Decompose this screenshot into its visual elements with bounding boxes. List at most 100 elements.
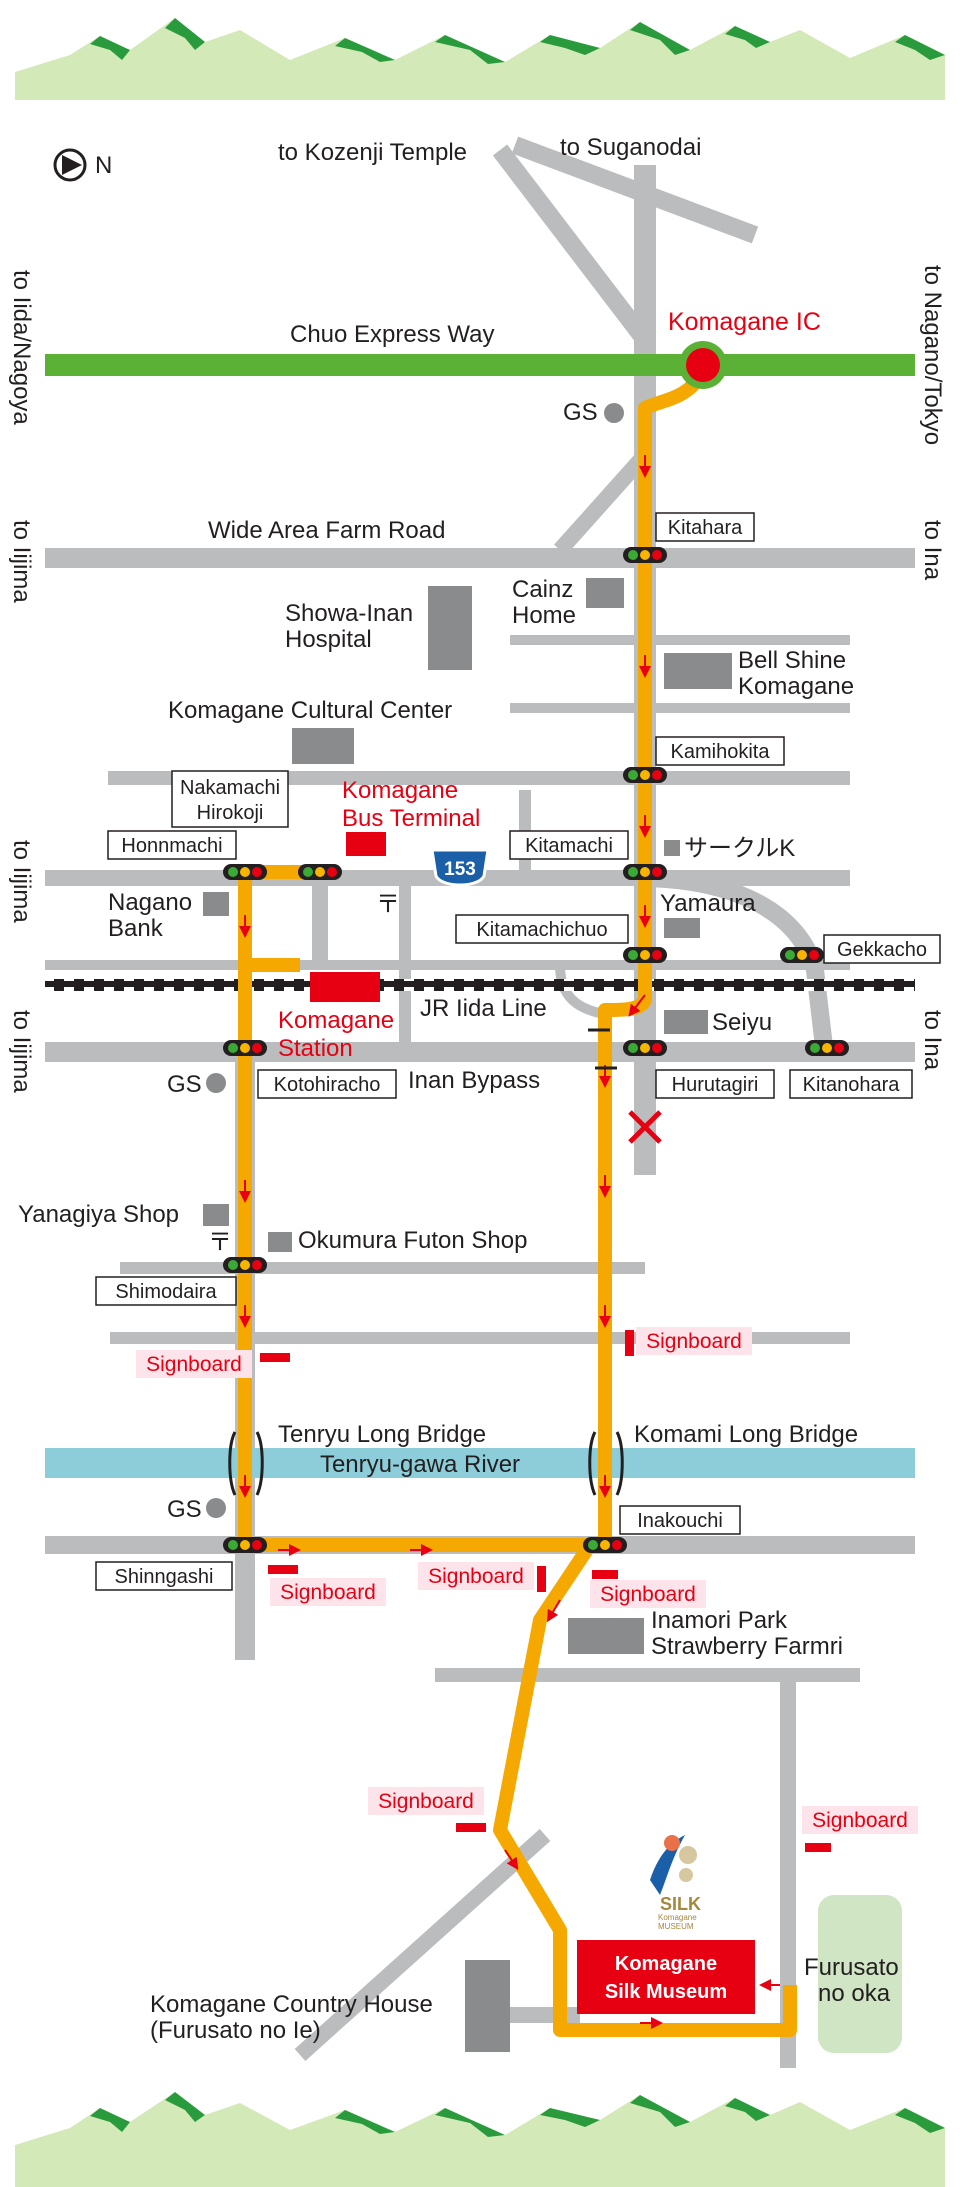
gs-label-1: GS	[563, 399, 598, 426]
no-entry-x-icon	[628, 1110, 662, 1144]
bridge-marks	[228, 1028, 624, 1496]
showa-hospital-building	[428, 586, 472, 670]
intersection-kamihokita: Kamihokita	[671, 741, 771, 763]
intersection-inakouchi: Inakouchi	[637, 1510, 723, 1532]
komagane-ic-label: Komagane IC	[668, 308, 821, 336]
logo-silk: SILK	[660, 1894, 701, 1914]
museum-line2: Silk Museum	[605, 1981, 727, 2003]
direction-kozenji: to Kozenji Temple	[278, 139, 467, 166]
circle-k-building	[664, 840, 680, 856]
signboard-label-4: Signboard	[428, 1565, 524, 1588]
gas-station-icons	[206, 403, 624, 1518]
seiyu-building	[664, 1010, 708, 1034]
station-line2: Station	[278, 1035, 353, 1062]
cultural-center-label: Komagane Cultural Center	[168, 697, 452, 724]
country-house-line1: Komagane Country House	[150, 1991, 433, 2018]
cainz-line2: Home	[512, 602, 576, 629]
bellshine-building	[664, 653, 732, 689]
intersection-honnmachi: Honnmachi	[121, 835, 222, 857]
intersection-kotohiracho: Kotohiracho	[274, 1074, 381, 1096]
furusato-line2: no oka	[818, 1980, 891, 2007]
gs-label-3: GS	[167, 1496, 202, 1523]
yamaura-label: Yamaura	[660, 890, 756, 917]
direction-ina-1: to Ina	[919, 520, 946, 581]
post-office-icon-2: 〒	[208, 1229, 232, 1256]
compass-north-icon	[53, 148, 87, 182]
okumura-label: Okumura Futon Shop	[298, 1227, 527, 1254]
rail-label: JR Iida Line	[420, 995, 547, 1022]
silk-museum-destination: Komagane Silk Museum	[577, 1940, 755, 2014]
inamori-building	[568, 1618, 644, 1654]
komami-bridge-label: Komami Long Bridge	[634, 1421, 858, 1448]
intersection-shinngashi: Shinngashi	[115, 1566, 214, 1588]
signboard-label-5: Signboard	[600, 1583, 696, 1606]
tenryu-bridge-label: Tenryu Long Bridge	[278, 1421, 486, 1448]
road-network	[45, 136, 915, 2068]
direction-ina-2: to Ina	[919, 1010, 946, 1071]
country-house-line2: (Furusato no Ie)	[150, 2017, 321, 2044]
country-house-building	[465, 1960, 510, 2052]
bus-terminal-marker	[346, 832, 386, 856]
river: Tenryu-gawa River	[45, 1448, 915, 1478]
inamori-line2: Strawberry Farmri	[651, 1633, 843, 1660]
yanagiya-building	[203, 1204, 229, 1226]
direction-iida-nagoya: to Iida/Nagoya	[8, 270, 35, 425]
route-153-shield: 153	[430, 848, 490, 887]
intersection-nakamachi-line2: Hirokoji	[197, 802, 264, 824]
seiyu-label: Seiyu	[712, 1009, 772, 1036]
showa-line2: Hospital	[285, 626, 372, 653]
signboard-labels	[136, 1327, 918, 1834]
bellshine-line1: Bell Shine	[738, 647, 846, 674]
cainz-building	[586, 578, 624, 608]
yanagiya-label: Yanagiya Shop	[18, 1201, 179, 1228]
signboard-label-1: Signboard	[646, 1330, 742, 1353]
intersection-nakamachi-line1: Nakamachi	[180, 777, 280, 799]
intersection-hurutagiri: Hurutagiri	[672, 1074, 759, 1096]
furusato-line1: Furusato	[804, 1954, 899, 1981]
intersection-gekkacho: Gekkacho	[837, 939, 927, 961]
bypass-label: Inan Bypass	[408, 1067, 540, 1094]
furusato-no-oka-park	[818, 1895, 902, 2053]
intersection-shimodaira: Shimodaira	[115, 1281, 217, 1303]
yamaura-building	[664, 918, 700, 938]
compass-label: N	[95, 152, 112, 179]
signboard-label-6: Signboard	[378, 1790, 474, 1813]
route-arrows	[239, 455, 780, 2029]
direction-iijima-1: to Iijima	[8, 520, 35, 603]
museum-line1: Komagane	[615, 1953, 717, 1975]
route-153-label: 153	[444, 859, 476, 880]
bellshine-line2: Komagane	[738, 673, 854, 700]
nagano-bank-line2: Bank	[108, 915, 164, 942]
river-label: Tenryu-gawa River	[320, 1451, 520, 1478]
intersection-label-boxes	[95, 512, 941, 1591]
direction-nagano-tokyo: to Nagano/Tokyo	[919, 265, 946, 445]
signboard-label-7: Signboard	[812, 1809, 908, 1832]
cainz-line1: Cainz	[512, 576, 573, 603]
direction-iijima-2: to Iijima	[8, 840, 35, 923]
nagano-bank-building	[203, 892, 229, 916]
silk-museum-logo: SILK Komagane MUSEUM	[650, 1835, 701, 1931]
intersection-kitahara: Kitahara	[668, 517, 743, 539]
inamori-line1: Inamori Park	[651, 1607, 788, 1634]
logo-komagane: Komagane	[658, 1913, 697, 1922]
mountains-top	[15, 18, 945, 100]
signboard-markers	[260, 1330, 831, 1852]
signboard-label-2: Signboard	[146, 1353, 242, 1376]
signboard-label-3: Signboard	[280, 1581, 376, 1604]
farm-road-label: Wide Area Farm Road	[208, 517, 445, 544]
direction-iijima-3: to Iijima	[8, 1010, 35, 1093]
bus-terminal-line1: Komagane	[342, 777, 458, 804]
post-office-icon: 〒	[376, 891, 400, 918]
komagane-ic-marker	[679, 341, 727, 389]
traffic-light-icons	[223, 547, 849, 1553]
direction-suganodai: to Suganodai	[560, 134, 701, 161]
gs-label-2: GS	[167, 1071, 202, 1098]
intersection-kitamachichuo: Kitamachichuo	[476, 919, 607, 941]
jr-iida-line	[45, 979, 915, 991]
logo-museum: MUSEUM	[658, 1922, 694, 1931]
bus-terminal-line2: Bus Terminal	[342, 805, 480, 832]
circle-k-label: サークルK	[684, 835, 795, 862]
buildings	[203, 578, 732, 2052]
okumura-building	[268, 1232, 292, 1252]
